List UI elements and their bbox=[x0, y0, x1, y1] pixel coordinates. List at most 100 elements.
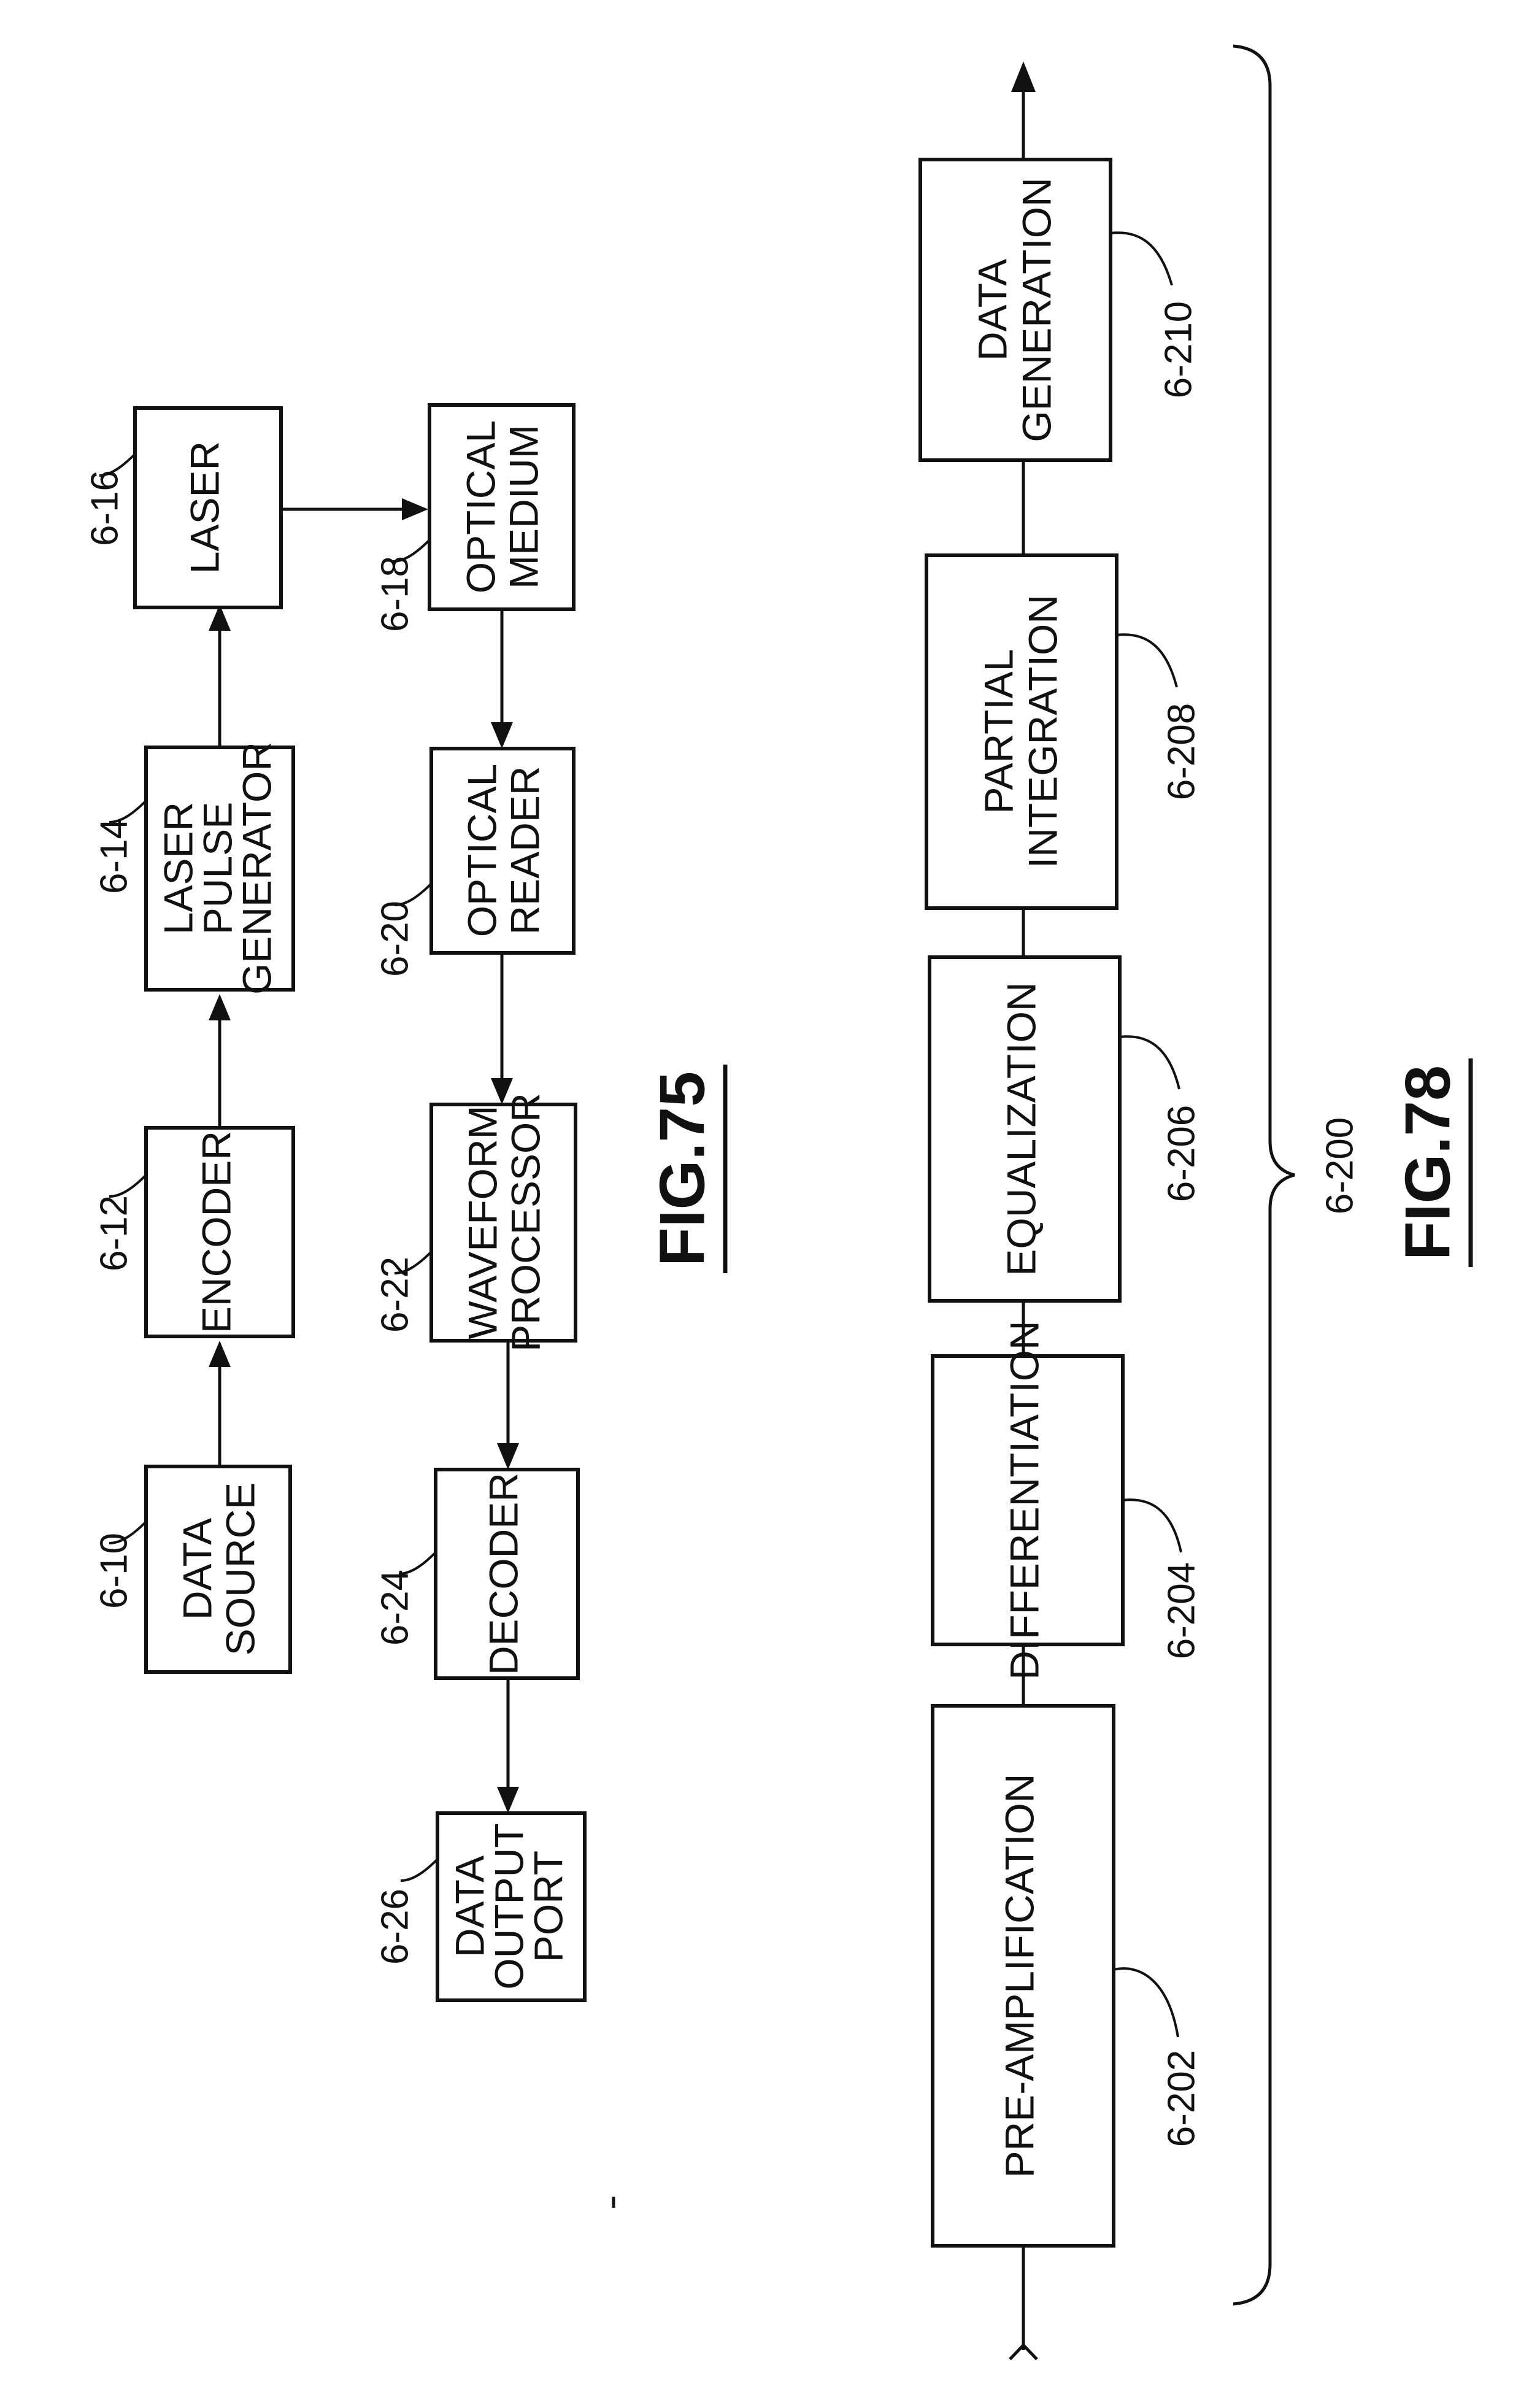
reference-numeral: 6-206 bbox=[1160, 1105, 1203, 1203]
reference-numeral: 6-208 bbox=[1160, 703, 1203, 801]
block-label-line: DIFFERENTIATION bbox=[1001, 1320, 1047, 1679]
reference-leader-line bbox=[109, 1174, 147, 1198]
block-outline bbox=[144, 746, 295, 992]
reference-numeral: 6-10 bbox=[93, 1533, 135, 1609]
block-label-line: DECODER bbox=[480, 1473, 526, 1675]
arrowhead-icon bbox=[402, 498, 428, 520]
block-outline bbox=[436, 1811, 587, 2002]
block-label-line: DATA bbox=[969, 259, 1015, 361]
fig75-connectors bbox=[209, 498, 519, 1813]
block-outline bbox=[931, 1354, 1125, 1646]
arrowhead-icon bbox=[491, 1078, 513, 1104]
reference-leader-line bbox=[1110, 231, 1173, 286]
reference-leader-line bbox=[392, 539, 431, 563]
block-outline bbox=[918, 158, 1112, 462]
reference-numeral: 6-14 bbox=[93, 818, 135, 894]
block-waveform-processor: WAVEFORM PROCESSOR 6-22 bbox=[374, 1093, 577, 1352]
block-label-line: DATA bbox=[447, 1855, 492, 1957]
reference-numeral: 6-22 bbox=[374, 1257, 416, 1333]
block-label-line: PRE-AMPLIFICATION bbox=[996, 1774, 1042, 2178]
reference-numeral: 6-24 bbox=[374, 1570, 416, 1646]
block-outline bbox=[133, 406, 283, 609]
block-label-line: INTEGRATION bbox=[1020, 595, 1065, 868]
arrowhead-icon bbox=[209, 1341, 231, 1367]
block-optical-reader: OPTICAL READER 6-20 bbox=[374, 747, 576, 977]
block-label-line: OPTICAL bbox=[458, 420, 503, 593]
figure-caption-fig78: FIG.78 bbox=[1392, 1058, 1473, 1267]
block-pre-amplification: PRE-AMPLIFICATION 6-202 bbox=[931, 1704, 1203, 2248]
block-outline bbox=[429, 1103, 577, 1343]
block-label-line: GENERATION bbox=[1014, 177, 1059, 442]
block-label-line: READER bbox=[502, 766, 547, 934]
reference-leader-line bbox=[400, 1858, 439, 1882]
reference-leader-line bbox=[1116, 633, 1178, 688]
reference-numeral: 6-202 bbox=[1160, 2050, 1203, 2148]
block-outline bbox=[925, 553, 1118, 910]
figure-title: FIG.78 bbox=[1392, 1065, 1463, 1260]
arrowhead-icon bbox=[491, 722, 513, 749]
block-label-line: PARTIAL bbox=[976, 649, 1021, 814]
reference-numeral: 6-26 bbox=[374, 1889, 416, 1965]
block-data-source: DATA SOURCE 6-10 bbox=[93, 1465, 292, 1674]
block-partial-integration: PARTIAL INTEGRATION 6-208 bbox=[925, 553, 1203, 910]
reference-numeral: 6-204 bbox=[1160, 1562, 1203, 1660]
block-label-line: LASER bbox=[155, 802, 201, 934]
block-outline bbox=[434, 1468, 580, 1680]
reference-leader-line bbox=[99, 453, 136, 477]
block-label-line: WAVEFORM bbox=[460, 1105, 505, 1339]
arrowhead-icon bbox=[209, 994, 231, 1020]
block-outline bbox=[429, 747, 576, 955]
figure-title: FIG.75 bbox=[647, 1071, 718, 1266]
group-reference-numeral: 6-200 bbox=[1319, 1117, 1361, 1215]
figure-caption-fig75: FIG.75 bbox=[647, 1065, 728, 1273]
block-label-line: ENCODER bbox=[193, 1131, 239, 1333]
block-label-line: GENERATOR bbox=[234, 742, 279, 995]
arrowhead-icon bbox=[209, 604, 231, 631]
block-differentiation: DIFFERENTIATION 6-204 bbox=[931, 1320, 1203, 1680]
block-label-line: OUTPUT bbox=[486, 1823, 531, 1989]
reference-numeral: 6-20 bbox=[374, 901, 416, 977]
arrowhead-icon bbox=[497, 1443, 519, 1470]
reference-numeral: 6-18 bbox=[374, 556, 416, 632]
block-data-generation: DATA GENERATION 6-210 bbox=[918, 158, 1199, 462]
block-data-output-port: DATA OUTPUT PORT 6-26 bbox=[374, 1811, 587, 2002]
block-label-line: PROCESSOR bbox=[502, 1093, 548, 1352]
block-label-line: LASER bbox=[182, 441, 227, 574]
curly-brace-icon bbox=[1233, 44, 1295, 2306]
block-laser-pulse-generator: LASER PULSE GENERATOR 6-14 bbox=[93, 742, 295, 995]
block-label-line: MEDIUM bbox=[501, 425, 546, 589]
block-equalization: EQUALIZATION 6-206 bbox=[928, 955, 1203, 1303]
reference-leader-line bbox=[109, 800, 147, 823]
block-decoder: DECODER 6-24 bbox=[374, 1468, 580, 1680]
reference-leader-line bbox=[394, 882, 433, 906]
reference-leader-line bbox=[394, 1250, 433, 1274]
block-optical-medium: OPTICAL MEDIUM 6-18 bbox=[374, 403, 576, 632]
block-outline bbox=[928, 955, 1122, 1303]
arrowhead-icon bbox=[497, 1787, 519, 1813]
fig78-signal-path bbox=[1009, 61, 1038, 2360]
block-outline bbox=[428, 403, 576, 611]
reference-leader-line bbox=[1113, 1967, 1179, 2038]
reference-leader-line bbox=[1119, 1035, 1180, 1090]
block-label-line: SOURCE bbox=[217, 1482, 263, 1655]
block-label-line: PORT bbox=[525, 1851, 571, 1962]
reference-leader-line bbox=[398, 1551, 437, 1575]
fig78-diagram: PRE-AMPLIFICATION 6-202 DIFFERENTIATION … bbox=[918, 44, 1473, 2360]
input-terminal-icon bbox=[1009, 2343, 1038, 2360]
reference-numeral: 6-12 bbox=[93, 1195, 135, 1271]
block-label-line: PULSE bbox=[194, 802, 240, 934]
reference-numeral: 6-210 bbox=[1157, 301, 1199, 399]
output-arrowhead-icon bbox=[1011, 61, 1036, 92]
block-label-line: EQUALIZATION bbox=[998, 982, 1044, 1276]
block-laser: LASER 6-16 bbox=[83, 406, 283, 609]
block-outline bbox=[144, 1465, 292, 1674]
reference-numeral: 6-16 bbox=[83, 470, 126, 546]
block-label-line: OPTICAL bbox=[459, 764, 504, 937]
block-outline bbox=[144, 1126, 295, 1338]
block-label-line: DATA bbox=[174, 1518, 220, 1620]
group-brace-6-200: 6-200 bbox=[1233, 44, 1361, 2306]
reference-leader-line bbox=[109, 1520, 147, 1544]
fig75-diagram: DATA SOURCE 6-10 ENCODER 6-12 LASER bbox=[83, 403, 728, 2002]
